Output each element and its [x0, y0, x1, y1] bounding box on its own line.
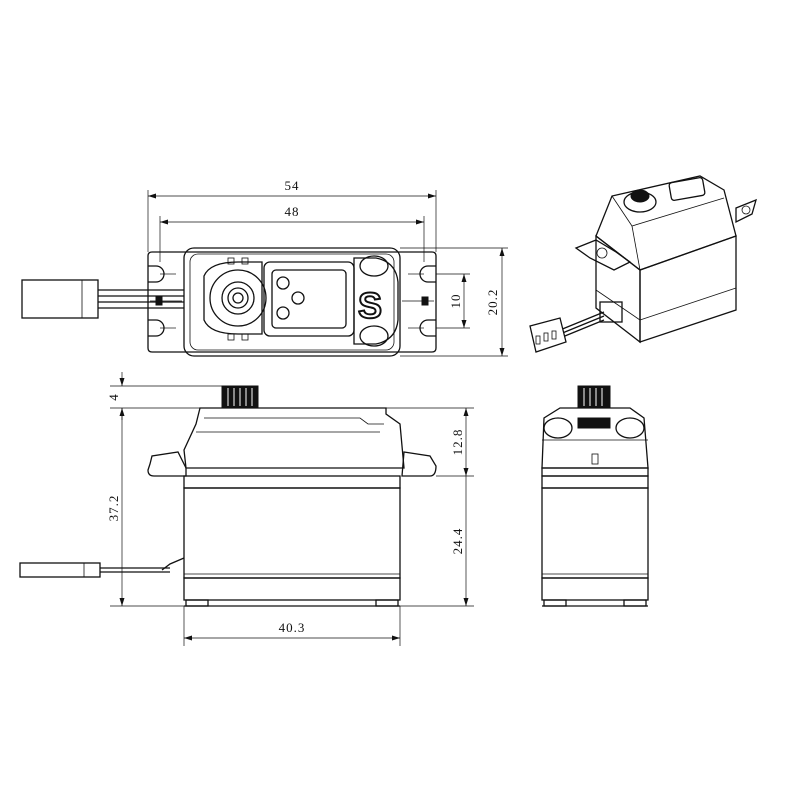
dimension-37-2: 37.2: [106, 408, 184, 607]
connector-top: [21, 279, 184, 319]
dimension-48: 48: [159, 204, 425, 262]
front-view: [541, 385, 649, 607]
flange-right-side: [401, 451, 437, 477]
dimension-40-3: 40.3: [183, 606, 401, 646]
mounting-holes: [148, 265, 436, 337]
dimension-12-8: 12.8: [386, 407, 474, 477]
dim-label-37-2: 37.2: [106, 495, 121, 522]
flange-left-side: [147, 451, 187, 477]
upper-case-side: [183, 407, 405, 469]
top-view: 54 48: [21, 178, 508, 357]
dim-label-40-3: 40.3: [279, 620, 306, 635]
dim-label-12-8: 12.8: [450, 429, 465, 456]
output-shaft-top: [203, 257, 267, 341]
dim-label-10: 10: [448, 294, 463, 309]
logo-panel: S: [353, 255, 399, 347]
dim-label-24-4: 24.4: [450, 528, 465, 555]
dimension-20-2: 20.2: [400, 247, 508, 357]
bottom-cap-side: [183, 577, 401, 601]
isometric-view: [529, 175, 757, 353]
dimension-10: 10: [436, 273, 470, 329]
cover-plate: [263, 261, 355, 337]
output-spline-front: [577, 385, 611, 409]
dim-label-20-2: 20.2: [485, 289, 500, 316]
output-spline-side: [221, 385, 259, 409]
middle-band: [183, 475, 401, 489]
dimension-24-4: 24.4: [400, 476, 474, 607]
lower-case-side: [183, 487, 401, 579]
dimension-54: 54: [147, 178, 437, 252]
connector-side: [19, 557, 185, 578]
side-view: 4 37.2 12.8 24.4: [19, 372, 474, 646]
dim-label-4: 4: [106, 393, 121, 401]
logo-s: S: [358, 285, 382, 326]
top-flange: [147, 251, 437, 353]
dim-label-48: 48: [285, 204, 300, 219]
dimension-4: 4: [106, 372, 222, 420]
dim-label-54: 54: [285, 178, 300, 193]
